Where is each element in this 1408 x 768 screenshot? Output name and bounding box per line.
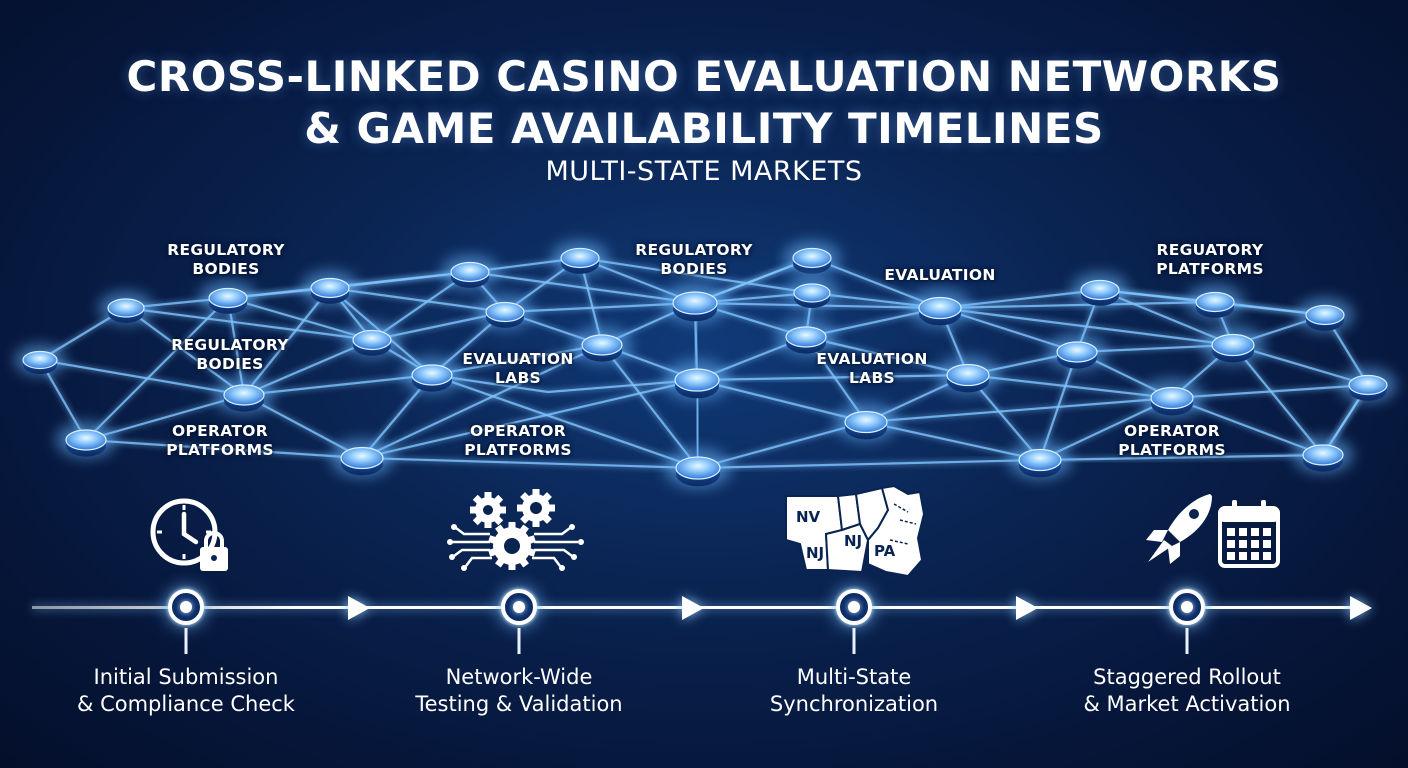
network-node xyxy=(1071,272,1129,308)
network-node xyxy=(783,240,841,276)
network-link xyxy=(1039,453,1324,462)
milestone-stem-1 xyxy=(184,628,188,654)
network-node xyxy=(662,283,728,323)
title-line-2: & GAME AVAILABILITY TIMELINES xyxy=(304,104,1104,153)
milestone-2 xyxy=(501,589,537,625)
network-node xyxy=(1296,297,1354,333)
network-link xyxy=(361,456,699,470)
stage-label-1: Initial Submission& Compliance Check xyxy=(77,665,295,716)
network-node xyxy=(834,403,898,441)
network-node xyxy=(551,240,609,276)
network-link xyxy=(431,373,699,470)
network-node xyxy=(785,276,839,310)
network-node xyxy=(1186,284,1244,320)
network-node xyxy=(776,319,836,355)
map-state-pa: PA xyxy=(874,542,896,560)
network-link xyxy=(329,286,506,314)
clock-lock-icon xyxy=(150,498,228,571)
network-node xyxy=(14,344,66,376)
network-node xyxy=(1293,437,1353,473)
milestone-4 xyxy=(1169,589,1205,625)
gears-circuit-icon xyxy=(447,489,584,571)
network-link xyxy=(125,306,373,342)
title-line-1: CROSS-LINKED CASINO EVALUATION NETWORKS xyxy=(126,52,1282,101)
network-node xyxy=(1201,326,1265,364)
network-link xyxy=(601,344,699,469)
network-link xyxy=(939,300,1216,310)
network-node xyxy=(330,439,394,477)
milestone-stem-3 xyxy=(852,628,856,654)
network-link xyxy=(865,396,1173,424)
network-node xyxy=(343,322,401,358)
milestone-stem-2 xyxy=(517,628,521,654)
label-evaluation: EVALUATION xyxy=(884,266,996,284)
network-node xyxy=(56,422,116,458)
network-link xyxy=(967,373,1173,400)
network-node xyxy=(1339,367,1397,403)
network-node xyxy=(476,294,534,330)
timeline-arrow-3 xyxy=(1016,596,1038,620)
network-node xyxy=(665,448,731,488)
network-link xyxy=(85,297,229,441)
network-node xyxy=(99,291,153,325)
network-node xyxy=(908,289,972,327)
network-node xyxy=(441,254,499,290)
network-link xyxy=(39,358,245,397)
timeline-arrow-2 xyxy=(682,596,704,620)
network-node xyxy=(936,356,1000,394)
network-link xyxy=(697,458,1041,470)
map-state-nj-1: NJ xyxy=(806,544,824,562)
rocket-calendar-icon xyxy=(1146,494,1280,568)
timeline-arrow-1 xyxy=(348,596,370,620)
calendar-icon xyxy=(1218,500,1280,568)
network-node xyxy=(301,270,359,306)
network-link xyxy=(243,373,433,397)
network-link xyxy=(469,270,696,305)
network-node xyxy=(572,327,632,363)
milestone-stem-4 xyxy=(1185,628,1189,654)
network-link xyxy=(579,256,813,295)
network-node xyxy=(214,377,274,413)
network-link xyxy=(125,307,245,396)
network-node xyxy=(664,360,730,400)
stage-label-4: Staggered Rollout& Market Activation xyxy=(1083,665,1291,716)
map-state-nj-2: NJ xyxy=(844,532,862,550)
network-link xyxy=(243,287,331,396)
network-node xyxy=(1008,441,1072,479)
network-node xyxy=(199,280,257,316)
network-link xyxy=(361,378,698,460)
rocket-icon xyxy=(1146,494,1212,564)
subtitle: MULTI-STATE MARKETS xyxy=(545,156,863,187)
network-node xyxy=(1047,334,1107,370)
network-node xyxy=(402,357,462,393)
timeline-arrow-end xyxy=(1350,596,1372,620)
milestone-3 xyxy=(836,589,872,625)
network-link xyxy=(696,373,969,382)
us-states-map-icon: NV NJ NJ PA xyxy=(785,484,926,578)
network-link xyxy=(1232,344,1324,456)
network-link xyxy=(85,438,363,460)
network-link xyxy=(361,344,603,459)
network-node xyxy=(1140,379,1204,417)
map-state-nv: NV xyxy=(796,508,821,526)
milestone-1 xyxy=(168,589,204,625)
